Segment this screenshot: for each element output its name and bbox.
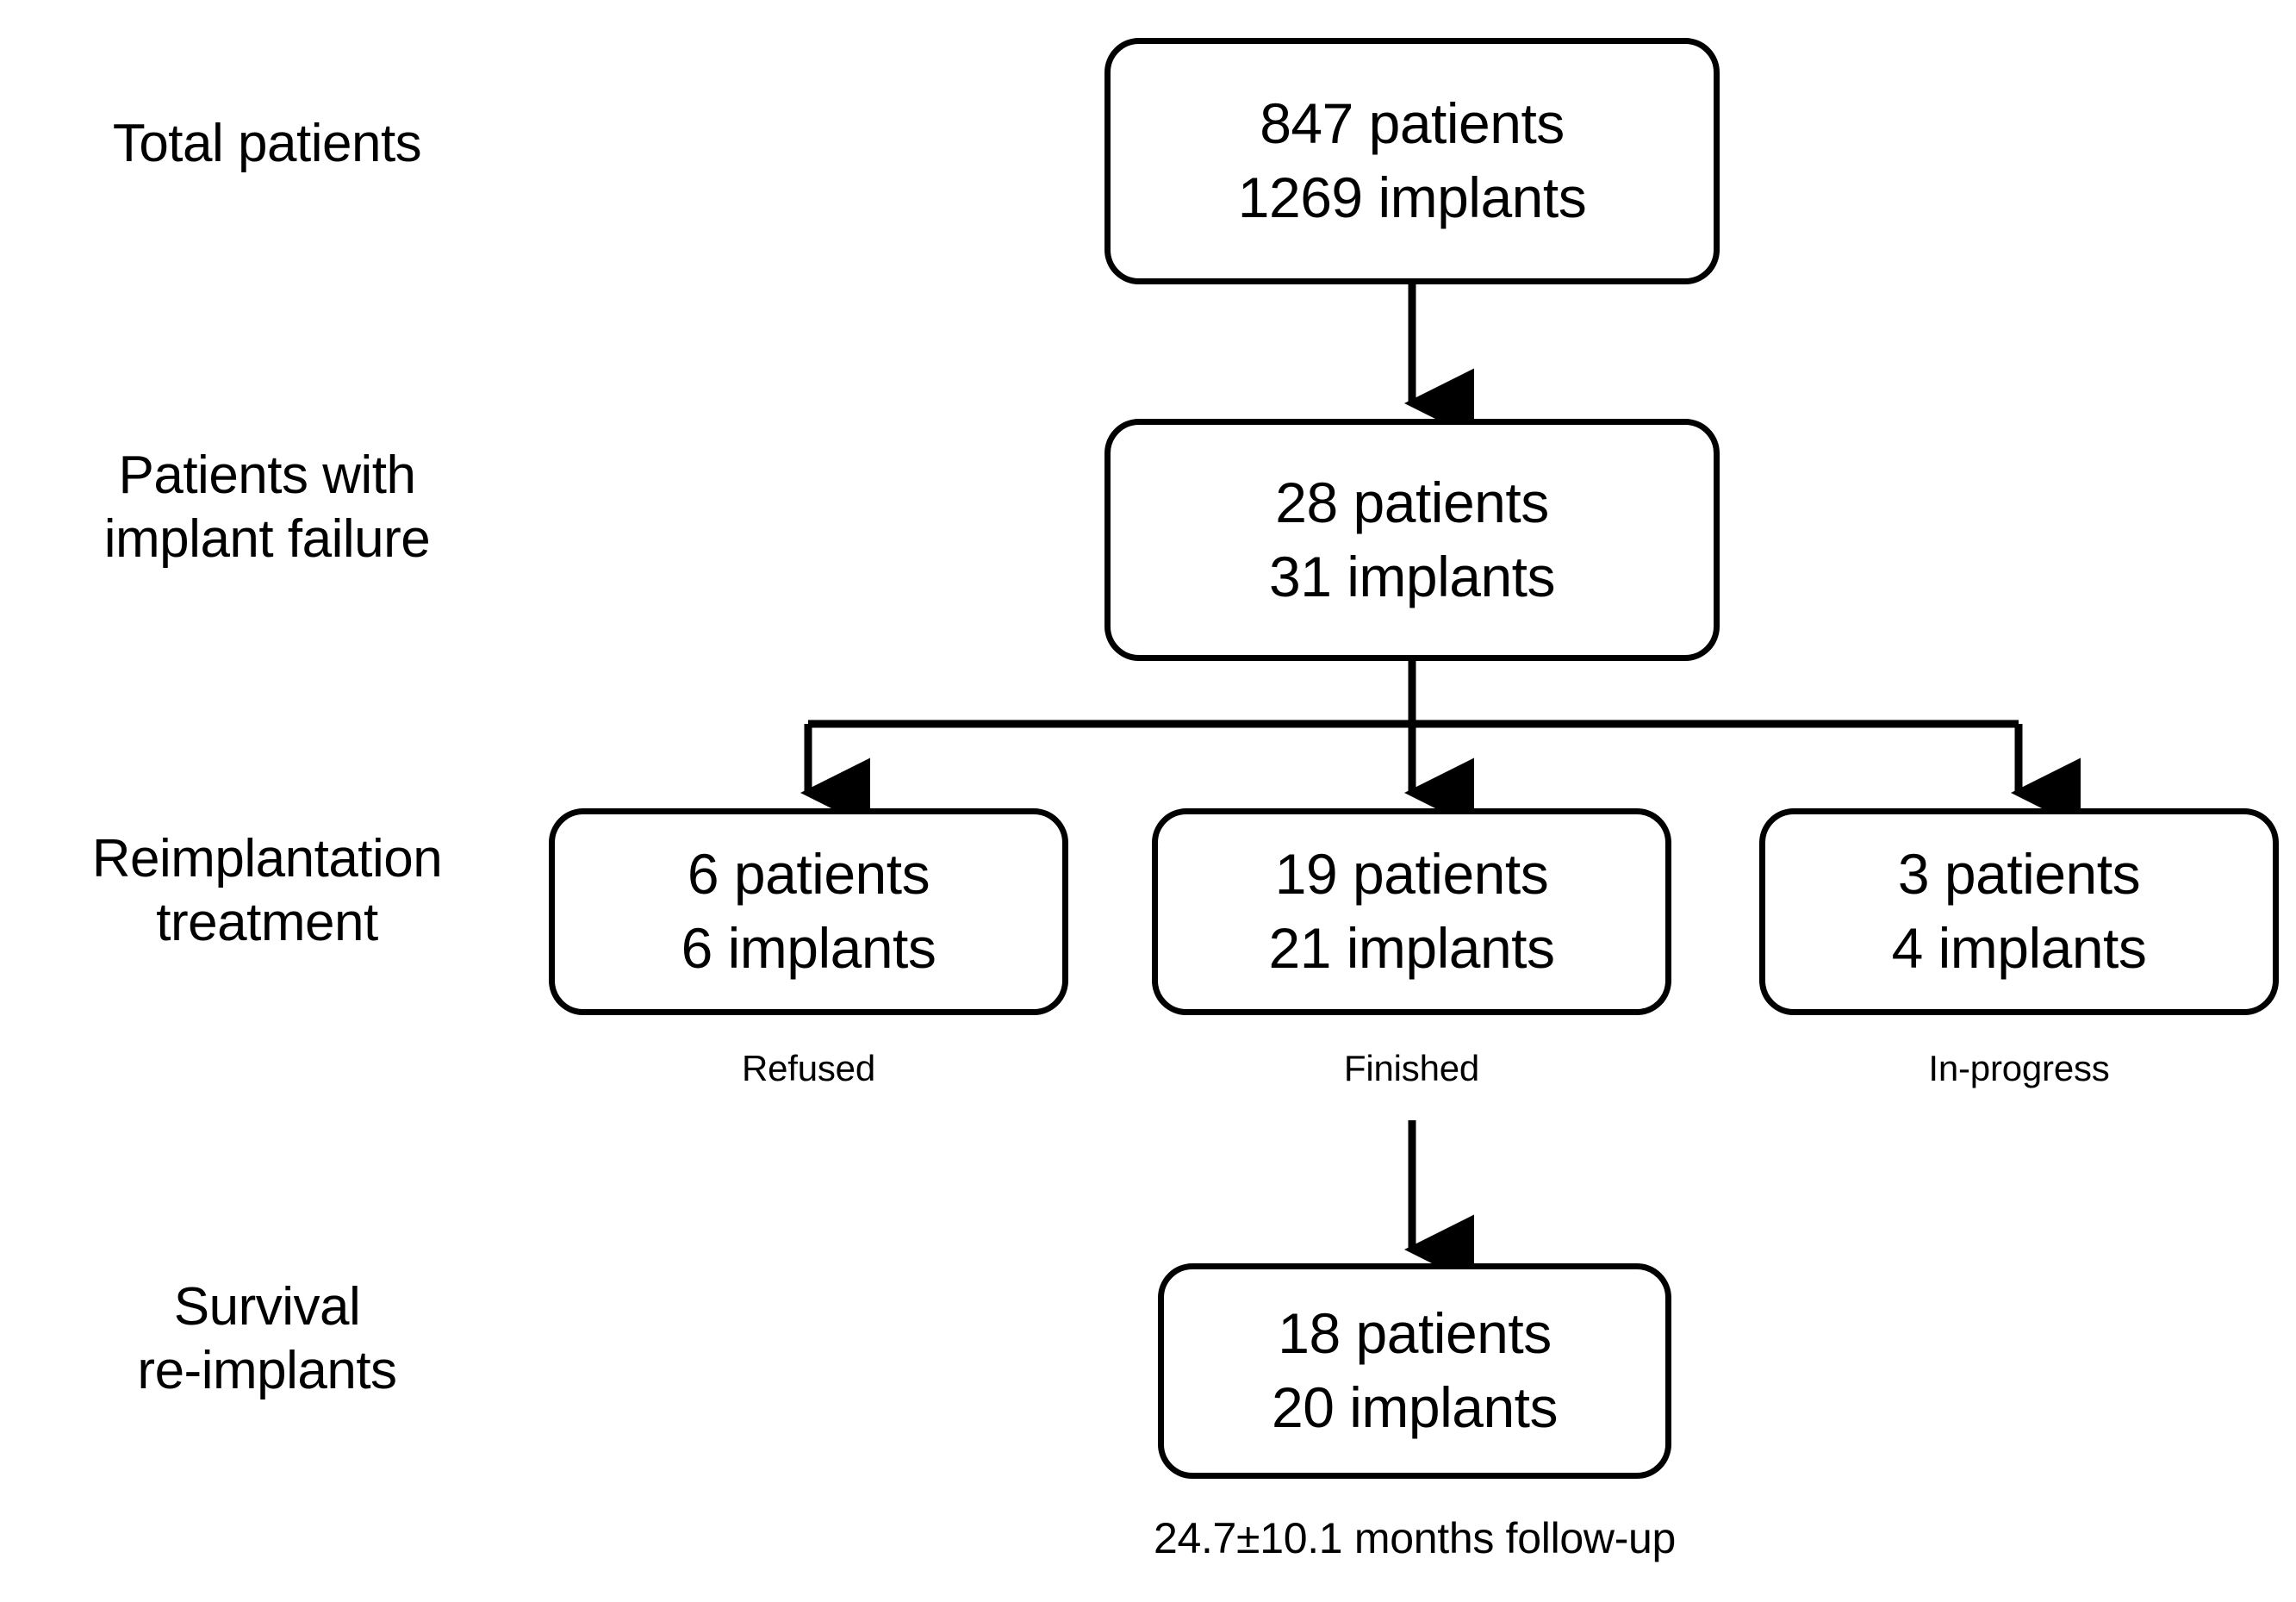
row-label-survival-re-implants: Survival re-implants [137, 1277, 397, 1401]
row-label-patients-with-implant-failure: Patients with implant failure [103, 446, 431, 570]
node-in-progress-patients-line: 3 patients [1897, 842, 2141, 907]
node-finished[interactable]: 19 patients 21 implants [1152, 808, 1671, 1015]
node-survival-re-implants[interactable]: 18 patients 20 implants [1158, 1263, 1671, 1479]
node-finished-implants-line: 21 implants [1268, 916, 1555, 980]
node-total-patients-line: 847 patients [1260, 91, 1565, 156]
branch-caption-finished: Finished [1343, 1048, 1480, 1088]
branch-caption-in-progress: In-progress [1928, 1048, 2110, 1088]
row-label-reimplantation-treatment: Reimplantation treatment [91, 829, 443, 953]
node-refused-implants-line: 6 implants [681, 916, 936, 980]
node-in-progress-implants-line: 4 implants [1891, 916, 2147, 980]
node-total-patients[interactable]: 847 patients 1269 implants [1104, 38, 1720, 284]
node-refused-patients-line: 6 patients [687, 842, 930, 907]
node-failure-patients-line: 28 patients [1275, 470, 1549, 534]
node-survival-patients-line: 18 patients [1278, 1301, 1552, 1366]
node-failure-implants-line: 31 implants [1268, 544, 1556, 608]
node-refused[interactable]: 6 patients 6 implants [549, 808, 1068, 1015]
connector-failure-to-branches [800, 661, 2081, 828]
node-survival-implants-line: 20 implants [1271, 1375, 1559, 1439]
row-label-total-patients: Total patients [112, 114, 422, 173]
node-total-implants-line: 1269 implants [1237, 165, 1587, 229]
branch-caption-refused: Refused [741, 1048, 876, 1088]
node-in-progress[interactable]: 3 patients 4 implants [1759, 808, 2279, 1015]
follow-up-footnote: 24.7±10.1 months follow-up [1153, 1514, 1677, 1562]
node-implant-failure[interactable]: 28 patients 31 implants [1104, 419, 1720, 661]
node-finished-patients-line: 19 patients [1274, 842, 1549, 907]
